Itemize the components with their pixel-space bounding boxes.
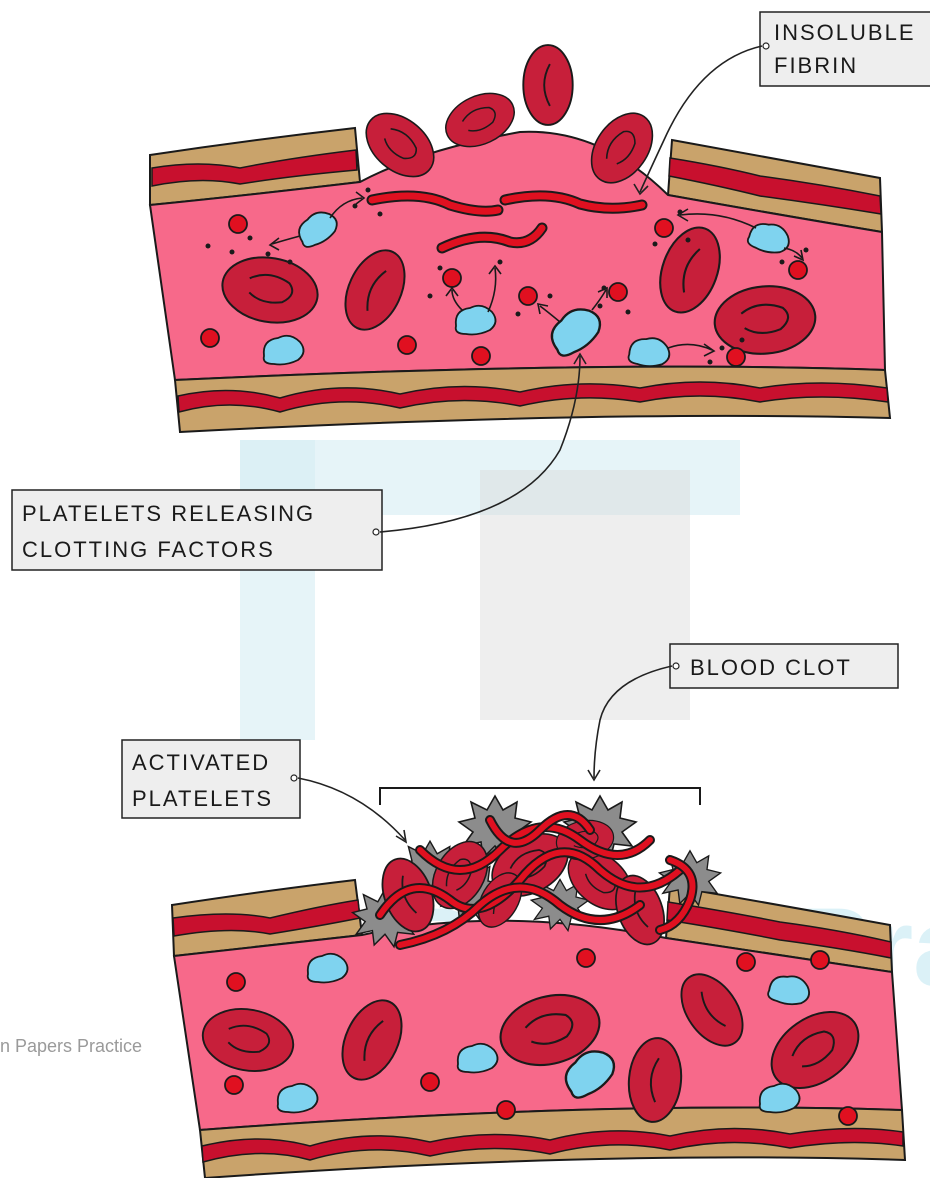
label-fibrin-text: FIBRIN	[774, 53, 858, 78]
clot-bracket	[380, 788, 700, 805]
label-platelets-text: PLATELETS	[132, 786, 273, 811]
label-insoluble-text: INSOLUBLE	[774, 20, 916, 45]
label-activated-text: ACTIVATED	[132, 750, 270, 775]
label-blood-clot-text: BLOOD CLOT	[690, 655, 852, 680]
label-clotting-factors-text: CLOTTING FACTORS	[22, 537, 275, 562]
watermark-small-text: n Papers Practice	[0, 1036, 142, 1056]
label-platelets-releasing-text: PLATELETS RELEASING	[22, 501, 315, 526]
label-activated-platelets: ACTIVATED PLATELETS	[122, 740, 406, 842]
